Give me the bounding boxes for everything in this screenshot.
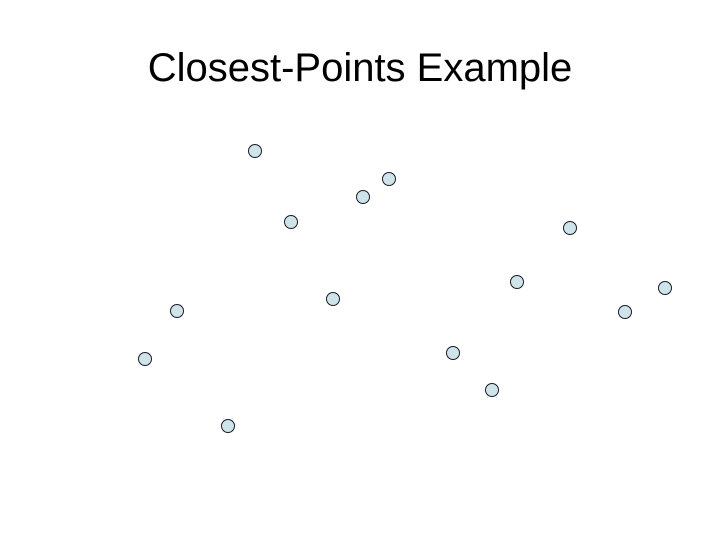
scatter-point bbox=[326, 292, 340, 306]
scatter-point bbox=[485, 383, 499, 397]
scatter-point bbox=[658, 281, 672, 295]
scatter-point bbox=[618, 305, 632, 319]
scatter-point bbox=[510, 275, 524, 289]
scatter-point bbox=[356, 190, 370, 204]
scatter-point bbox=[248, 144, 262, 158]
scatter-point bbox=[446, 346, 460, 360]
scatter-point bbox=[221, 419, 235, 433]
scatter-point bbox=[170, 304, 184, 318]
scatter-point bbox=[563, 221, 577, 235]
scatter-point bbox=[138, 352, 152, 366]
scatter-point bbox=[382, 172, 396, 186]
scatter-point bbox=[284, 215, 298, 229]
page-title: Closest-Points Example bbox=[147, 46, 573, 90]
